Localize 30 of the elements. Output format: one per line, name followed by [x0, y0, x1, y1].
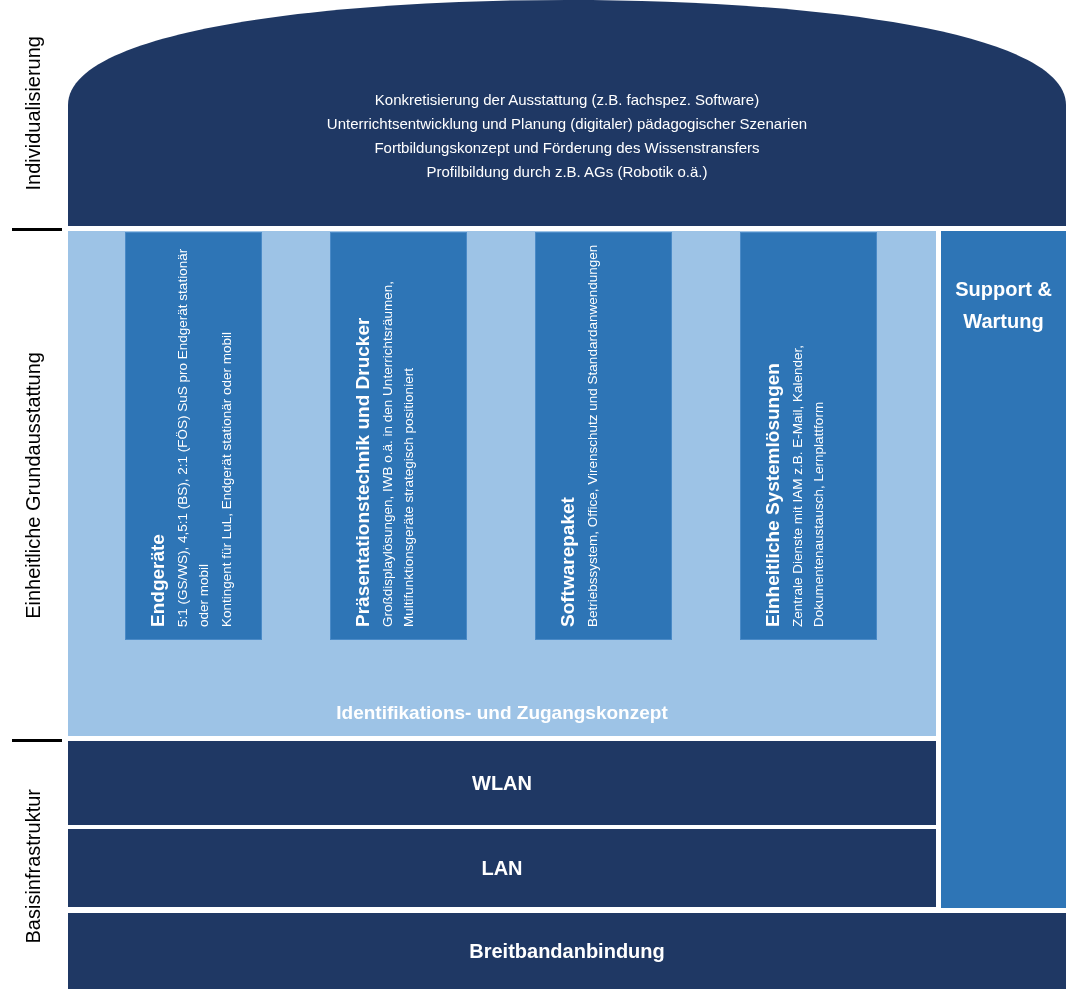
- column-box: [125, 232, 262, 640]
- band-label: WLAN: [472, 771, 532, 796]
- equipment-panel: [68, 231, 936, 736]
- dome-text-line: Unterrichtsentwicklung und Planung (digitaler) pädagogischer Szenarien: [326, 114, 808, 134]
- column-description: Großdisplaylösungen, IWB o.ä. in den Unterrichtsräumen, Multifunktionsgeräte strategisch positioniert: [379, 280, 417, 627]
- dome-text-line: Profilbildung durch z.B. AGs (Robotik o.ä.): [426, 162, 708, 182]
- section-label: Individualisierung: [21, 35, 45, 191]
- column-description: Betriebssystem, Office, Virenschutz und Standardanwendungen: [584, 244, 601, 627]
- column-heading: Einheitliche Systemlösungen: [761, 363, 784, 627]
- dome-text-line: Konkretisierung der Ausstattung (z.B. fachspez. Software): [374, 90, 760, 110]
- column-description: 5:1 (GS/WS), 4,5:1 (BS), 2:1 (FÖS) SuS pro Endgerät stationär oder mobil: [174, 247, 212, 627]
- layer-band: [68, 829, 936, 907]
- layer-band: [68, 913, 1066, 989]
- band-label: LAN: [481, 856, 523, 881]
- layer-band: [68, 741, 936, 825]
- panel-heading: Identifikations- und Zugangskonzept: [336, 701, 668, 725]
- section-label: Basisinfrastruktur: [21, 788, 45, 944]
- column-heading: Softwarepaket: [556, 497, 579, 627]
- support-bar: [941, 231, 1066, 908]
- column-box: [330, 232, 467, 640]
- band-label: Breitbandanbindung: [469, 939, 665, 964]
- column-description: Kontingent für LuL, Endgerät stationär oder mobil: [218, 332, 235, 627]
- column-heading: Endgeräte: [146, 534, 169, 627]
- dome-text-line: Fortbildungskonzept und Förderung des Wissenstransfers: [374, 138, 760, 158]
- support-heading: Support & Wartung: [954, 277, 1053, 334]
- column-heading: Präsentationstechnik und Drucker: [351, 317, 374, 627]
- section-label: Einheitliche Grundausstattung: [21, 351, 45, 619]
- column-description: Zentrale Dienste mit IAM z.B. E-Mail, Kalender, Dokumentenaustausch, Lernplattform: [789, 343, 827, 627]
- column-box: [740, 232, 877, 640]
- column-box: [535, 232, 672, 640]
